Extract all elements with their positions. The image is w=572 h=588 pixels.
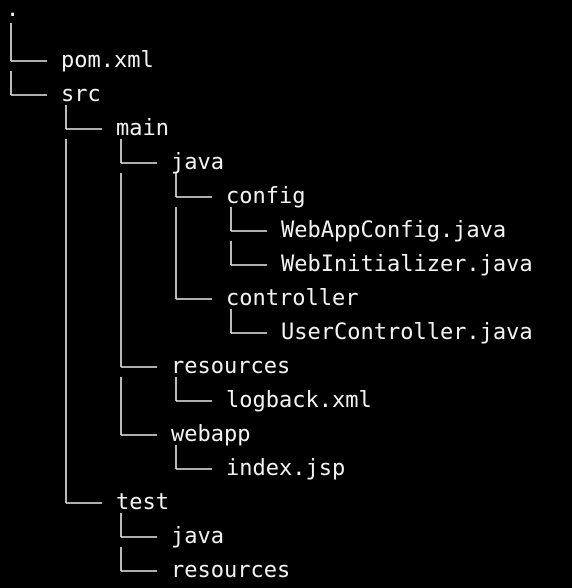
tree-item-java[interactable]: java [171,150,224,175]
tree-root: . [6,0,20,22]
tree-item-java[interactable]: java [171,524,224,549]
tree-item-resources[interactable]: resources [171,558,291,583]
tree-item-src[interactable]: src [61,82,101,107]
tree-item-webapp[interactable]: webapp [171,422,251,447]
tree-item-test[interactable]: test [116,490,169,515]
tree-item-logback-xml[interactable]: logback.xml [226,388,372,413]
tree-item-controller[interactable]: controller [226,286,359,311]
tree-item-usercontroller-java[interactable]: UserController.java [281,320,533,345]
tree-item-main[interactable]: main [116,116,169,141]
tree-item-webappconfig-java[interactable]: WebAppConfig.java [281,218,507,243]
tree-item-webinitializer-java[interactable]: WebInitializer.java [281,252,533,277]
tree-item-resources[interactable]: resources [171,354,291,379]
tree-item-index-jsp[interactable]: index.jsp [226,456,346,481]
tree-item-pom-xml[interactable]: pom.xml [61,48,154,73]
tree-item-config[interactable]: config [226,184,306,209]
